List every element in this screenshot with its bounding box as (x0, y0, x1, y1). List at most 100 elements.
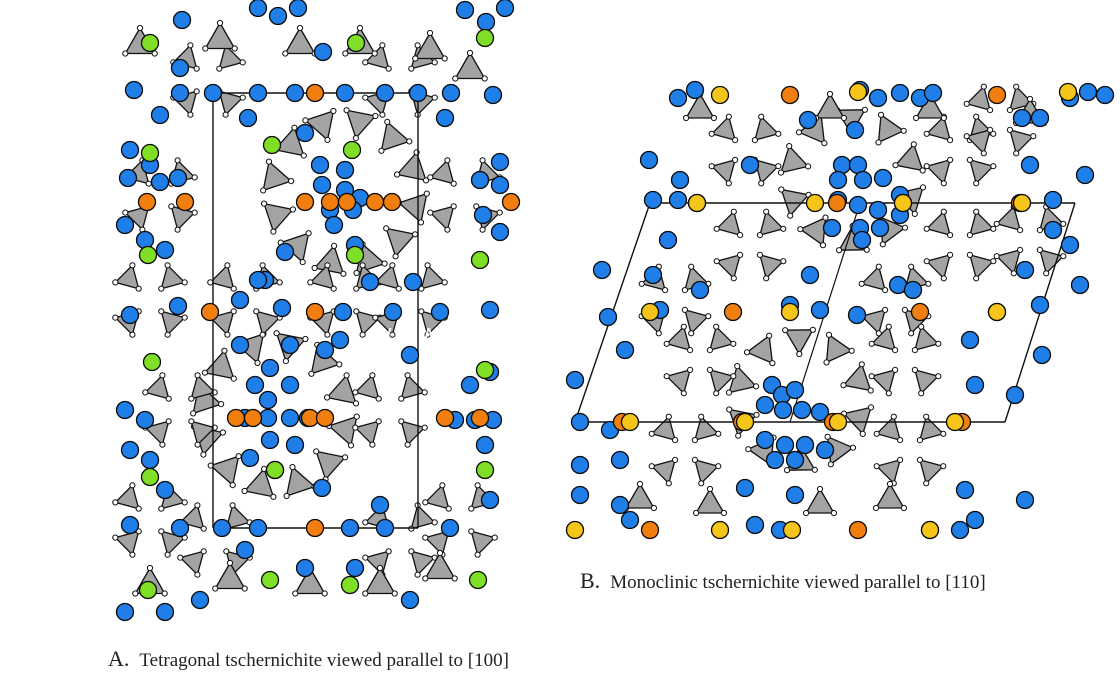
oxygen-atom (973, 275, 980, 282)
oxygen-atom (181, 499, 188, 506)
cation-blue (333, 302, 353, 322)
cation-blue (473, 205, 493, 225)
oxygen-atom (300, 152, 307, 159)
tetrahedron (380, 121, 410, 152)
oxygen-atom (200, 548, 207, 555)
tetrahedron (209, 264, 235, 290)
oxygen-atom (331, 242, 338, 249)
tetrahedron (1009, 129, 1034, 154)
oxygen-atom (177, 554, 184, 561)
oxygen-atom (424, 262, 431, 269)
oxygen-atom (187, 42, 194, 49)
cation-blue (455, 0, 475, 20)
oxygen-atom (1013, 83, 1020, 90)
oxygen-atom (756, 232, 763, 239)
oxygen-atom (940, 430, 947, 437)
oxygen-atom (321, 590, 328, 597)
cation-yellow (945, 412, 965, 432)
oxygen-atom (468, 528, 475, 535)
oxygen-atom (421, 389, 428, 396)
cation-green (340, 575, 360, 595)
oxygen-atom (404, 372, 411, 379)
oxygen-atom (193, 65, 200, 72)
cation-orange (365, 192, 385, 212)
tetrahedron (894, 143, 924, 172)
tetrahedron (470, 530, 496, 556)
oxygen-atom (775, 163, 782, 170)
cation-blue (495, 0, 515, 18)
oxygen-atom (795, 129, 803, 136)
tetrahedron (179, 550, 205, 576)
cation-blue (810, 300, 830, 320)
cation-blue (1030, 108, 1050, 128)
cations-b (565, 80, 1115, 540)
tetrahedron (285, 466, 316, 497)
cation-yellow (687, 193, 707, 213)
oxygen-atom (112, 314, 119, 321)
cation-blue (235, 540, 255, 560)
oxygen-atom (725, 389, 733, 396)
oxygen-atom (362, 554, 369, 561)
cation-blue (815, 440, 835, 460)
oxygen-atom (468, 505, 475, 512)
oxygen-atom (756, 251, 763, 258)
cation-green (140, 467, 160, 487)
oxygen-atom (786, 143, 793, 150)
oxygen-atom (708, 130, 715, 137)
tetrahedron (396, 151, 427, 182)
oxygen-atom (324, 262, 331, 269)
oxygen-atom (819, 242, 827, 249)
oxygen-atom (389, 262, 396, 269)
oxygen-atom (307, 279, 314, 286)
oxygen-atom (308, 370, 315, 377)
oxygen-atom (372, 112, 379, 120)
tetrahedron (400, 374, 426, 400)
oxygen-atom (784, 467, 791, 474)
tetrahedron (876, 416, 901, 441)
cation-blue (868, 200, 888, 220)
oxygen-atom (1006, 107, 1013, 114)
cation-blue (408, 83, 428, 103)
tetrahedron (1039, 249, 1064, 274)
cation-blue (828, 170, 848, 190)
oxygen-atom (963, 100, 970, 107)
oxygen-atom (911, 347, 918, 354)
oxygen-atom (859, 430, 866, 437)
oxygen-atom (191, 209, 198, 216)
tetrahedron (410, 550, 436, 576)
cation-yellow (828, 412, 848, 432)
cation-yellow (848, 82, 868, 102)
oxygen-atom (882, 306, 889, 313)
oxygen-atom (194, 372, 201, 379)
oxygen-atom (216, 65, 223, 72)
cation-blue (383, 302, 403, 322)
oxygen-atom (378, 147, 385, 154)
cation-blue (268, 6, 288, 26)
oxygen-atom (655, 330, 662, 337)
cation-orange (780, 85, 800, 105)
tetrahedron (190, 374, 216, 400)
oxygen-atom (680, 323, 687, 330)
oxygen-atom (191, 174, 198, 181)
oxygen-atom (892, 366, 899, 373)
oxygen-atom (990, 225, 997, 232)
oxygen-atom (882, 287, 889, 294)
oxygen-atom (444, 157, 451, 164)
oxygen-atom (343, 372, 350, 379)
tetrahedron (429, 205, 455, 231)
oxygen-atom (336, 361, 343, 368)
oxygen-atom (650, 504, 658, 512)
oxygen-atom (174, 226, 181, 233)
cation-yellow (805, 193, 825, 213)
tetrahedron (385, 227, 416, 257)
cation-yellow (710, 85, 730, 105)
tetrahedron (204, 22, 236, 50)
oxygen-atom (990, 258, 997, 265)
cation-blue (639, 150, 659, 170)
tetrahedron (780, 145, 809, 174)
cation-blue (312, 478, 332, 498)
oxygen-atom (132, 590, 139, 597)
cation-blue (435, 108, 455, 128)
caption-b-text: Monoclinic tschernichite viewed parallel… (610, 572, 986, 593)
oxygen-atom (908, 330, 915, 337)
